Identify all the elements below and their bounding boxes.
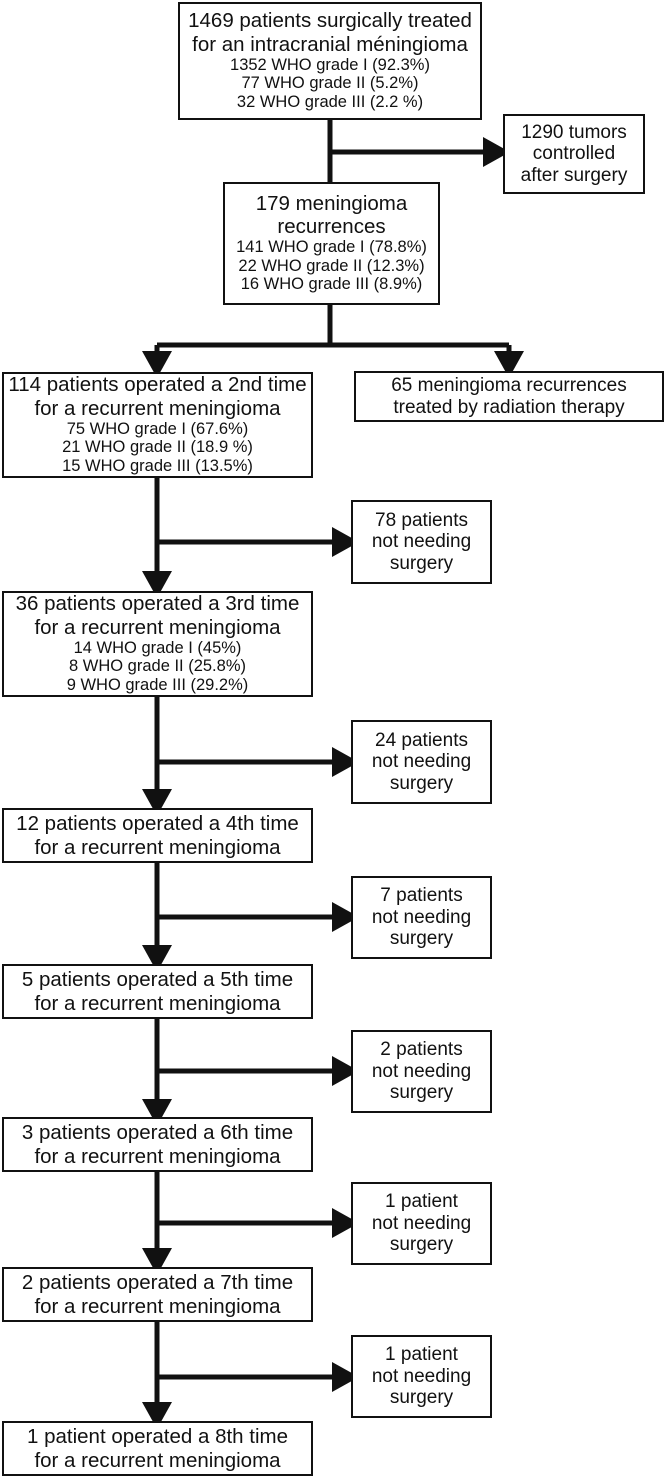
op7-headline-2: for a recurrent meningioma — [34, 1294, 281, 1318]
controlled-line-3: after surgery — [520, 164, 628, 186]
nosurg1b-line-2: not needing — [371, 1365, 472, 1387]
node-operation-3rd: 36 patients operated a 3rd time for a re… — [2, 591, 313, 697]
nosurg78-line-3: surgery — [389, 552, 454, 574]
nosurg2-line-3: surgery — [389, 1082, 454, 1104]
op8-headline-1: 1 patient operated a 8th time — [27, 1425, 288, 1449]
node-operation-8th: 1 patient operated a 8th time for a recu… — [2, 1421, 313, 1476]
op3-headline-1: 36 patients operated a 3rd time — [15, 592, 300, 616]
recurrences-grade-3: 16 WHO grade III (8.9%) — [240, 275, 423, 294]
cohort-headline-2: for an intracranial méningioma — [192, 32, 468, 56]
node-controlled: 1290 tumors controlled after surgery — [503, 114, 645, 194]
controlled-line-2: controlled — [532, 143, 616, 165]
node-no-surgery-7: 7 patients not needing surgery — [351, 876, 492, 959]
op4-headline-1: 12 patients operated a 4th time — [16, 812, 299, 836]
nosurg7-line-3: surgery — [389, 928, 454, 950]
op3-grade-3: 9 WHO grade III (29.2%) — [66, 675, 249, 694]
op3-grade-1: 14 WHO grade I (45%) — [73, 638, 242, 657]
cohort-headline-1: 1469 patients surgically treated — [188, 9, 472, 33]
op6-headline-1: 3 patients operated a 6th time — [21, 1121, 294, 1145]
recurrences-grade-2: 22 WHO grade II (12.3%) — [238, 256, 425, 275]
node-operation-5th: 5 patients operated a 5th time for a rec… — [2, 964, 313, 1019]
radiation-line-2: treated by radiation therapy — [393, 396, 625, 418]
nosurg1a-line-2: not needing — [371, 1212, 472, 1234]
nosurg78-line-1: 78 patients — [375, 509, 468, 531]
radiation-line-1: 65 meningioma recurrences — [391, 375, 627, 397]
op2-grade-2: 21 WHO grade II (18.9 %) — [62, 438, 253, 457]
nosurg2-line-2: not needing — [371, 1060, 472, 1082]
nosurg78-line-2: not needing — [371, 531, 472, 553]
op2-headline-2: for a recurrent meningioma — [34, 396, 281, 420]
controlled-line-1: 1290 tumors — [521, 121, 627, 143]
nosurg1b-line-1: 1 patient — [385, 1344, 458, 1366]
nosurg7-line-2: not needing — [371, 906, 472, 928]
op7-headline-1: 2 patients operated a 7th time — [21, 1271, 294, 1295]
op8-headline-2: for a recurrent meningioma — [34, 1448, 281, 1472]
cohort-grade-1: 1352 WHO grade I (92.3%) — [230, 55, 430, 74]
nosurg24-line-3: surgery — [389, 772, 454, 794]
node-operation-4th: 12 patients operated a 4th time for a re… — [2, 808, 313, 863]
op2-headline-1: 114 patients operated a 2nd time — [8, 373, 307, 397]
node-no-surgery-24: 24 patients not needing surgery — [351, 720, 492, 804]
nosurg1a-line-3: surgery — [389, 1234, 454, 1256]
nosurg2-line-1: 2 patients — [380, 1039, 463, 1061]
node-operation-2nd: 114 patients operated a 2nd time for a r… — [2, 372, 313, 478]
node-radiation-therapy: 65 meningioma recurrences treated by rad… — [354, 371, 664, 422]
op3-headline-2: for a recurrent meningioma — [34, 615, 281, 639]
nosurg7-line-1: 7 patients — [380, 885, 463, 907]
op3-grade-2: 8 WHO grade II (25.8%) — [69, 657, 246, 676]
node-recurrences: 179 meningioma recurrences 141 WHO grade… — [223, 182, 440, 305]
node-operation-6th: 3 patients operated a 6th time for a rec… — [2, 1117, 313, 1172]
node-no-surgery-1-b: 1 patient not needing surgery — [351, 1335, 492, 1418]
node-operation-7th: 2 patients operated a 7th time for a rec… — [2, 1267, 313, 1322]
node-no-surgery-1-a: 1 patient not needing surgery — [351, 1182, 492, 1265]
op6-headline-2: for a recurrent meningioma — [34, 1144, 281, 1168]
cohort-grade-2: 77 WHO grade II (5.2%) — [241, 74, 419, 93]
node-no-surgery-2: 2 patients not needing surgery — [351, 1030, 492, 1113]
node-cohort: 1469 patients surgically treated for an … — [178, 2, 482, 120]
node-no-surgery-78: 78 patients not needing surgery — [351, 500, 492, 584]
op2-grade-3: 15 WHO grade III (13.5%) — [62, 456, 253, 475]
op4-headline-2: for a recurrent meningioma — [34, 835, 281, 859]
nosurg1b-line-3: surgery — [389, 1387, 454, 1409]
recurrences-headline-1: 179 meningioma — [255, 191, 408, 215]
op5-headline-1: 5 patients operated a 5th time — [21, 968, 294, 992]
cohort-grade-3: 32 WHO grade III (2.2 %) — [236, 92, 424, 111]
nosurg24-line-1: 24 patients — [375, 729, 468, 751]
op5-headline-2: for a recurrent meningioma — [34, 991, 281, 1015]
op2-grade-1: 75 WHO grade I (67.6%) — [66, 419, 249, 438]
recurrences-grade-1: 141 WHO grade I (78.8%) — [236, 238, 427, 257]
nosurg1a-line-1: 1 patient — [385, 1191, 458, 1213]
recurrences-headline-2: recurrences — [277, 215, 386, 239]
nosurg24-line-2: not needing — [371, 751, 472, 773]
